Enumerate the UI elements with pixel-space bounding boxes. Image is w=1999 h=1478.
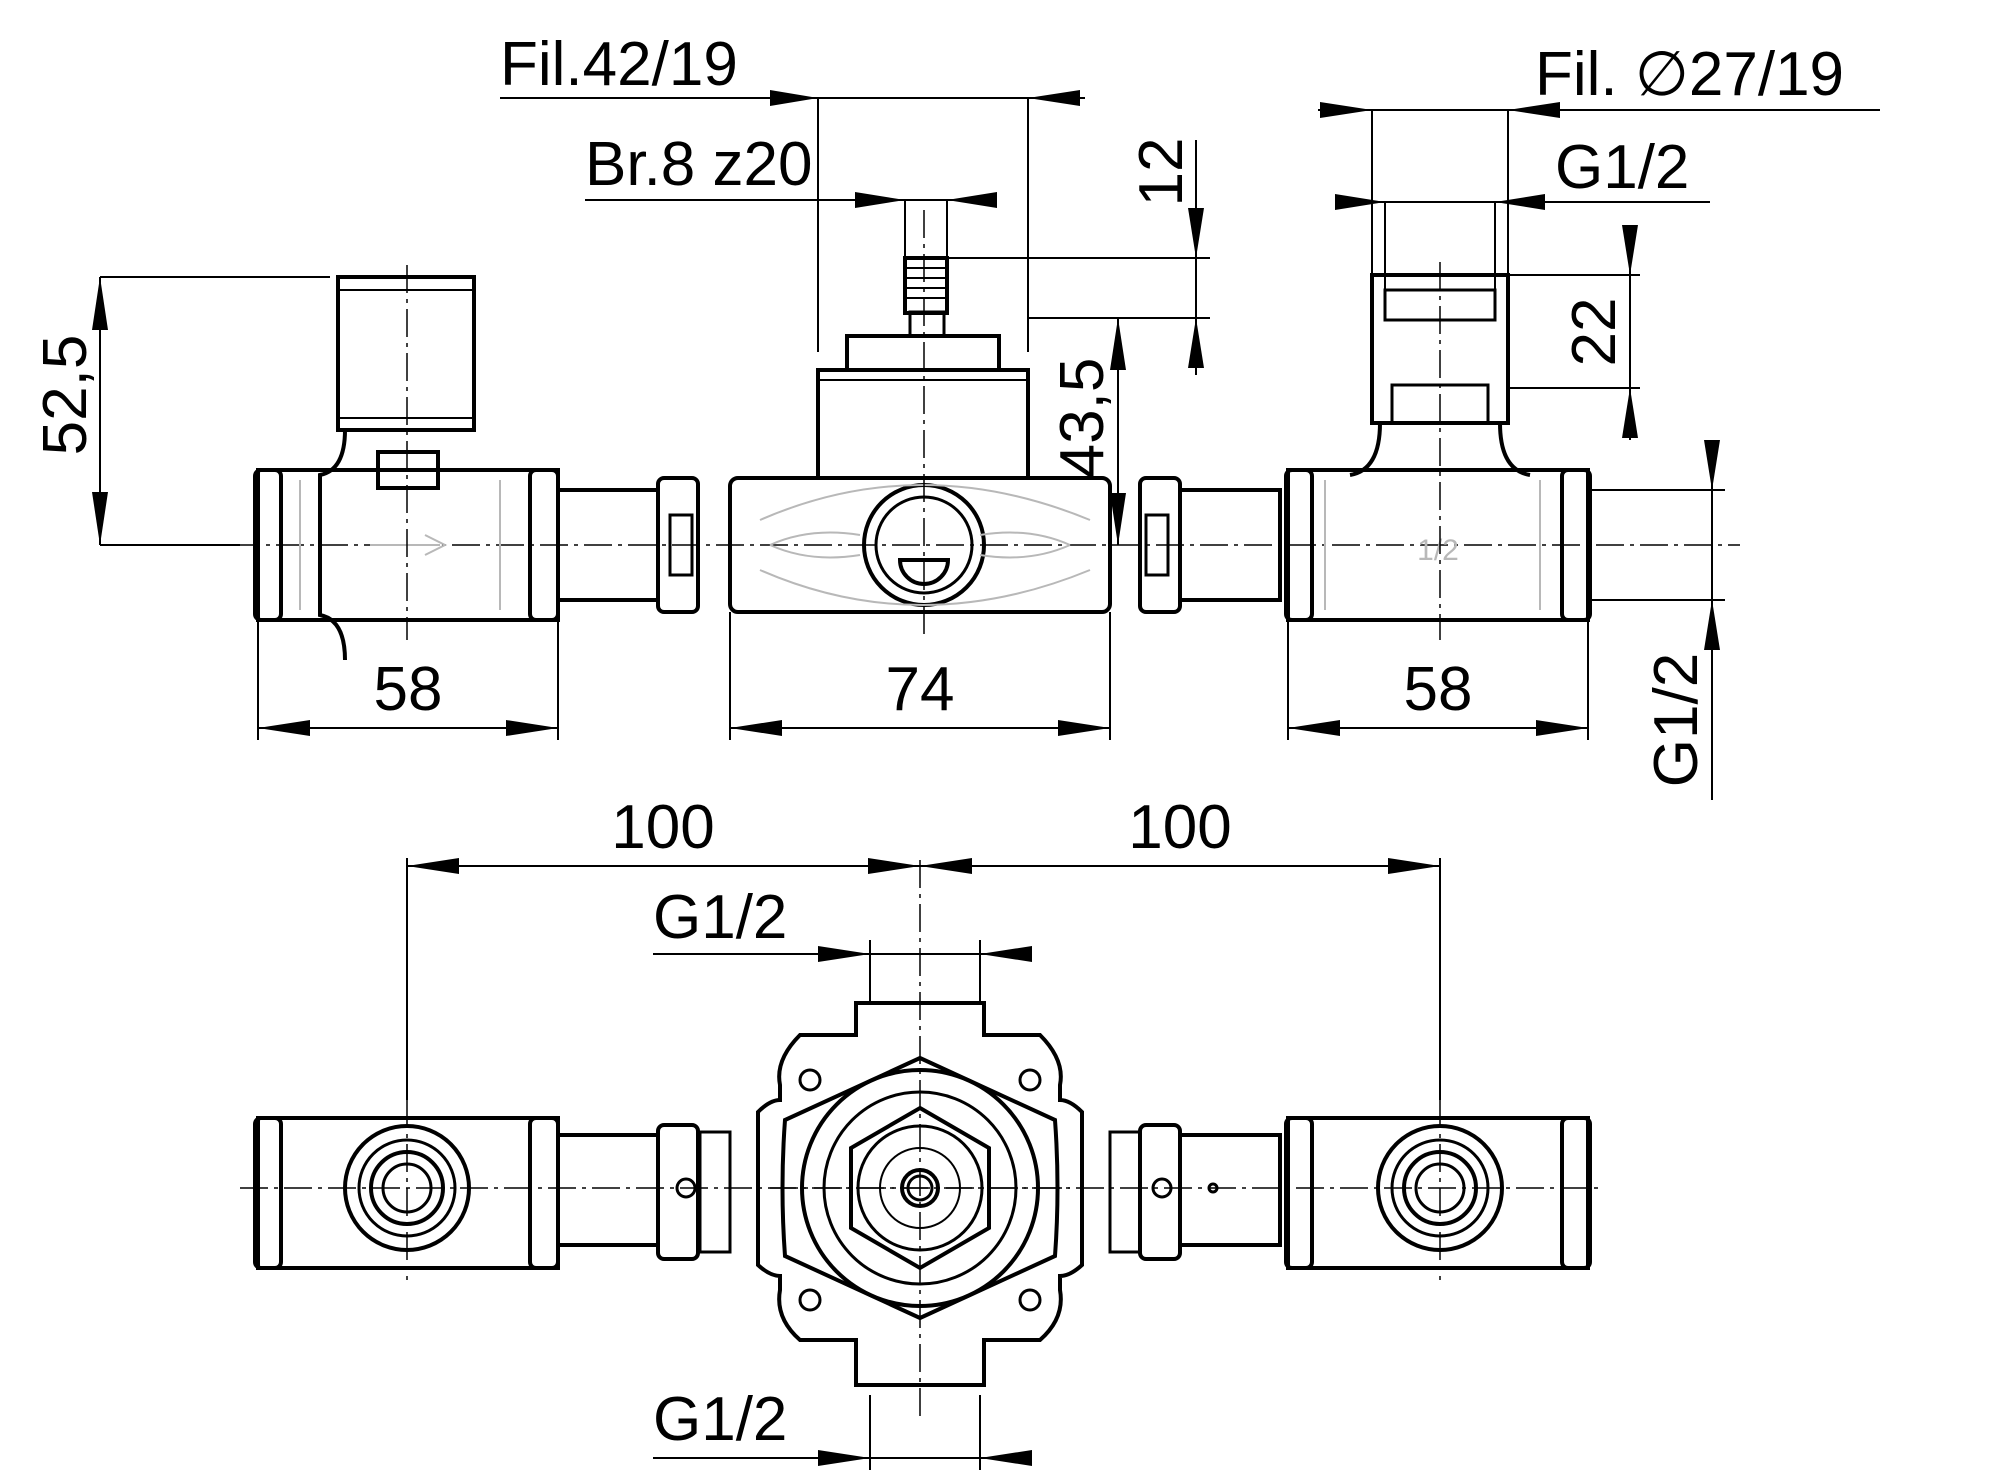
g12-bottom-label: G1/2	[653, 1385, 787, 1454]
left-fitting-plan	[253, 1100, 560, 1280]
fitting-mark-label: 1/2	[1417, 534, 1459, 567]
right-connector-plan	[1108, 1123, 1282, 1261]
dimension-52-5: 52,5	[31, 276, 330, 546]
dim-22-label: 22	[1560, 298, 1629, 367]
dimension-100-right: 100	[920, 793, 1441, 1100]
left-connector-plan	[556, 1123, 732, 1261]
dim-74-label: 74	[886, 655, 955, 724]
dim-43-5-label: 43,5	[1048, 358, 1117, 479]
right-fitting-plan	[1284, 1100, 1592, 1280]
fil-27-19-label: Fil. ∅27/19	[1535, 40, 1844, 109]
dimension-fil-42-19: Fil.42/19	[500, 30, 1085, 352]
central-body-plan	[756, 860, 1084, 1420]
dimension-g12-top-right: G1/2	[1335, 133, 1710, 290]
g12-upper-mid-label: G1/2	[653, 883, 787, 952]
dim-100-left-label: 100	[611, 793, 714, 862]
left-connector	[556, 476, 700, 614]
dimension-100-left: 100	[406, 793, 920, 1100]
elevation-view: 1/2 52,5 Fil.42/19 Br.8 z20	[31, 30, 1880, 800]
dim-52-5-label: 52,5	[31, 335, 100, 456]
dimension-g12-bottom: G1/2	[653, 1385, 1032, 1470]
g12-side-label: G1/2	[1642, 653, 1711, 787]
right-connector	[1138, 476, 1282, 614]
dimension-g12-upper-mid: G1/2	[653, 883, 1032, 1003]
fil-42-19-label: Fil.42/19	[500, 30, 738, 99]
dimension-fil-27-19: Fil. ∅27/19	[1318, 40, 1880, 280]
dim-58-left-label: 58	[374, 655, 443, 724]
dimension-br-8-z20: Br.8 z20	[585, 130, 997, 258]
g12-top-right-label: G1/2	[1555, 133, 1689, 202]
dimension-43-5: 43,5	[1028, 317, 1130, 545]
dimension-12: 12	[947, 138, 1210, 375]
dimension-g12-side: G1/2	[1590, 440, 1725, 800]
br-8-z20-label: Br.8 z20	[585, 130, 812, 199]
dimension-58-left: 58	[257, 620, 559, 740]
dim-12-label: 12	[1127, 138, 1196, 207]
dim-100-right-label: 100	[1128, 793, 1231, 862]
right-valve: 1/2	[1284, 262, 1592, 640]
plan-view: 100 100 G1/2 G1/2	[240, 793, 1600, 1470]
central-mixer-body	[728, 210, 1112, 640]
dimension-58-right: 58	[1287, 620, 1589, 740]
dimension-74: 74	[729, 612, 1111, 740]
left-stop-valve	[253, 265, 560, 661]
dimension-22: 22	[1508, 225, 1640, 440]
dim-58-right-label: 58	[1404, 655, 1473, 724]
